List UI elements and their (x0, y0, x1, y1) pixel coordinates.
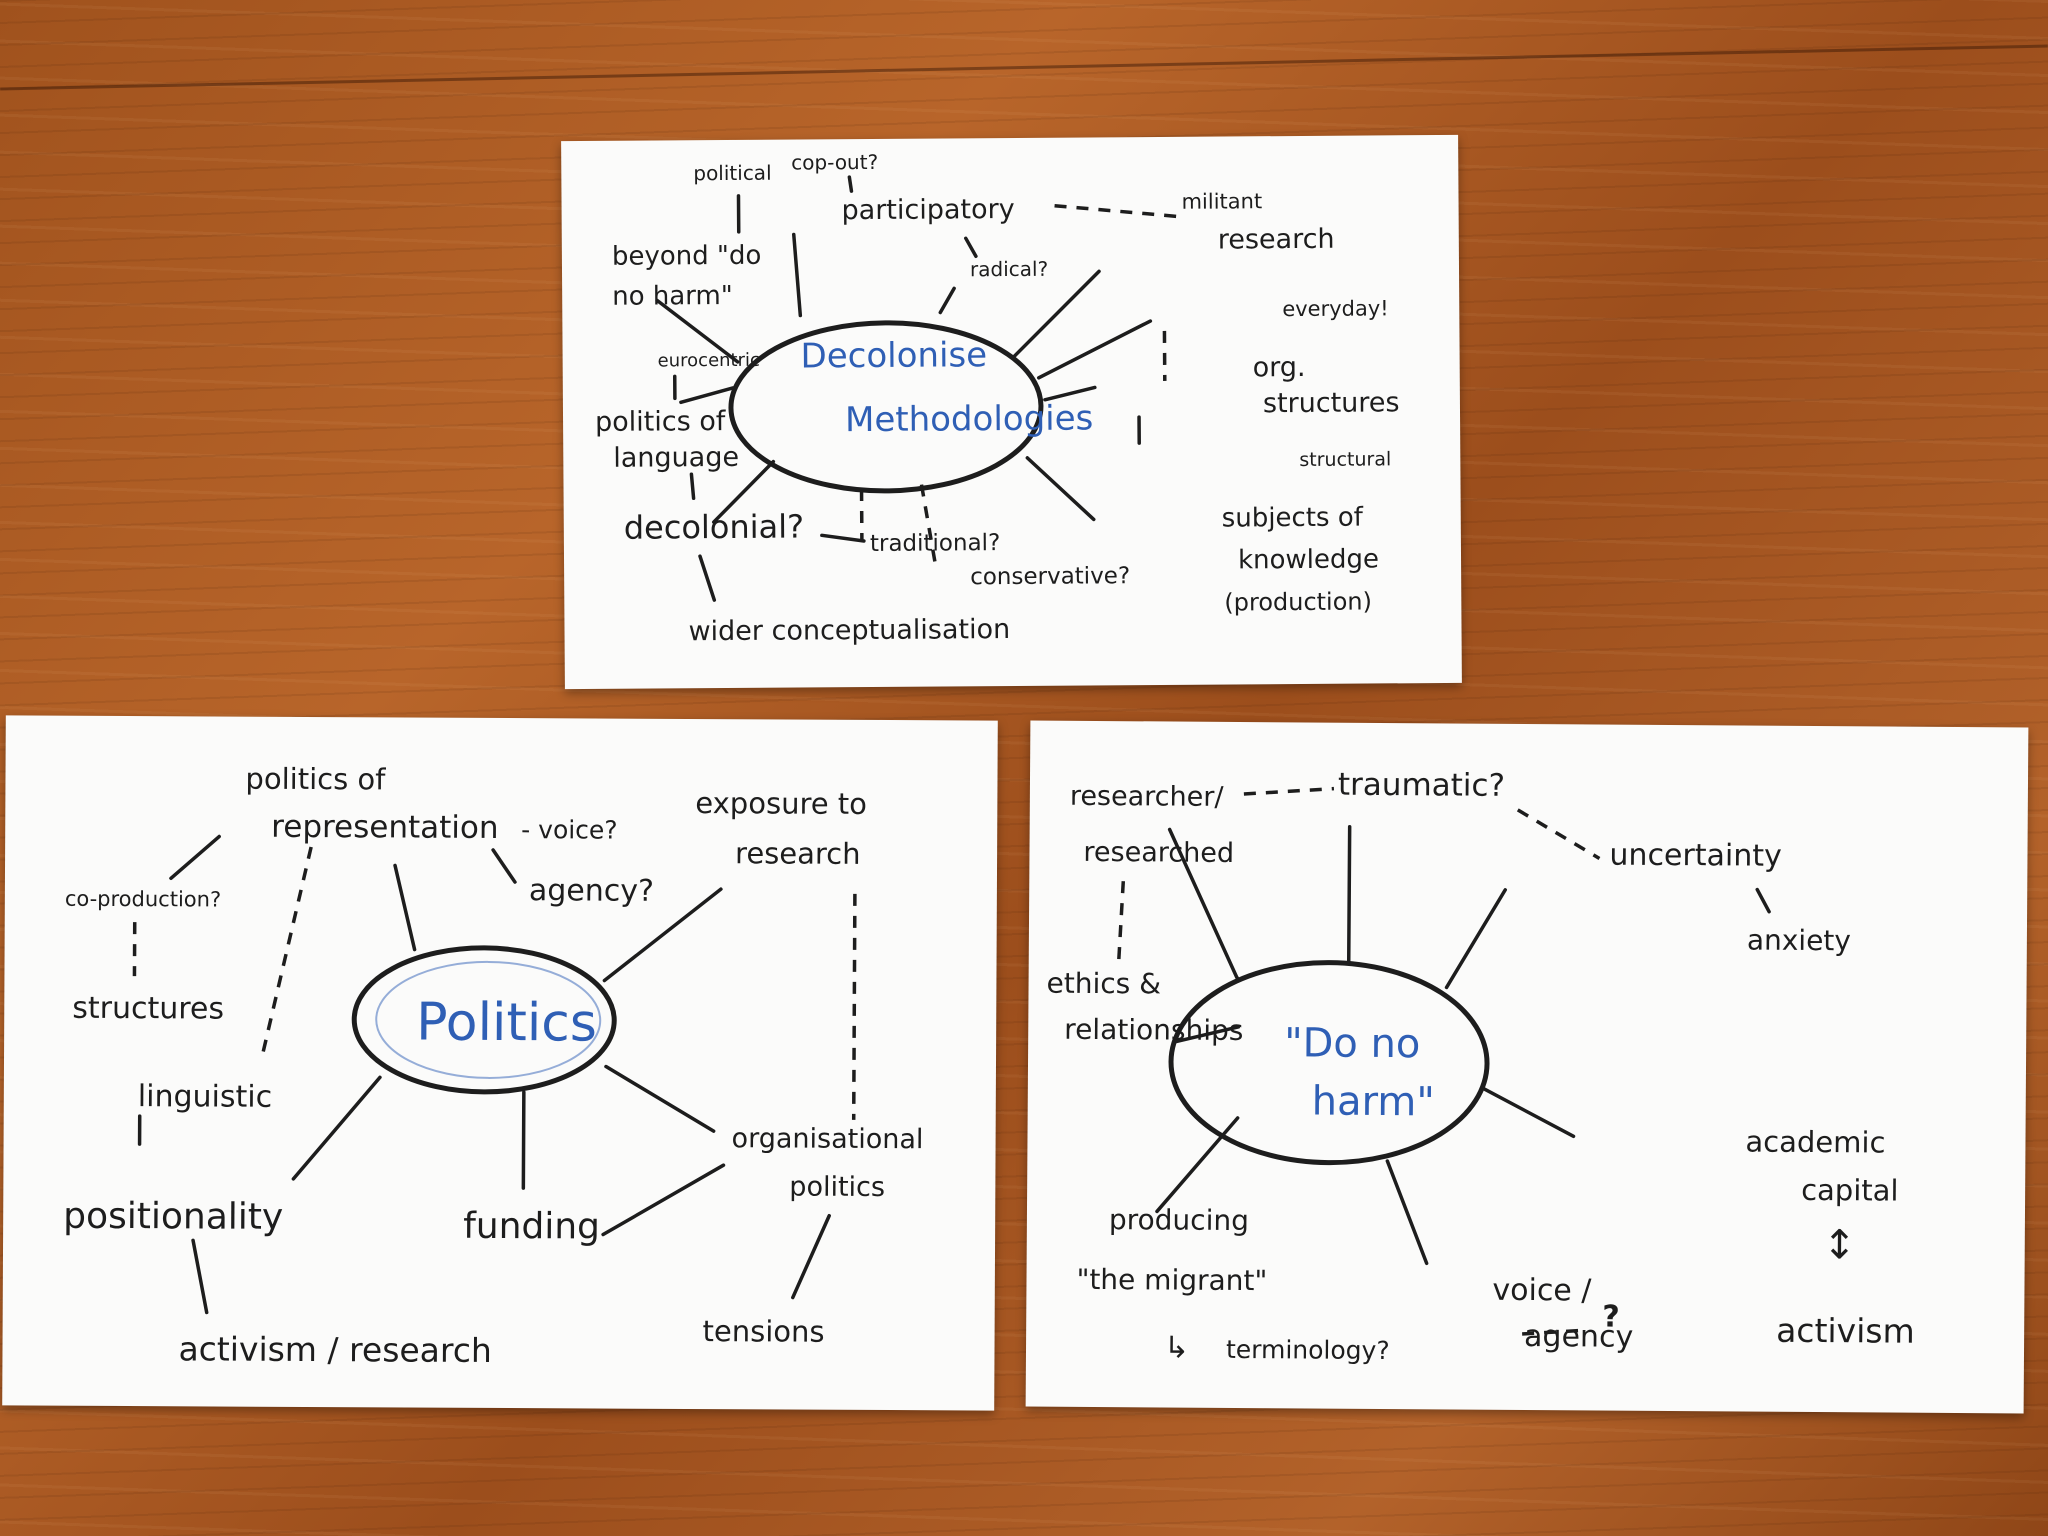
label-anxiety: anxiety (1747, 924, 1851, 958)
label-researched: researched (1083, 837, 1234, 869)
center-label-1: "Do no (1284, 1020, 1421, 1067)
label-structural: structural (1299, 448, 1391, 471)
dash-ethics (1119, 881, 1124, 961)
label-decolonial: decolonial? (624, 507, 805, 546)
spoke-uncertainty (1447, 889, 1506, 987)
link-copout (849, 177, 851, 191)
link-traditional (822, 535, 864, 541)
label-activism: activism (1776, 1311, 1915, 1351)
label-academic: academic (1745, 1125, 1885, 1160)
label-ethics: ethics & (1046, 967, 1161, 1001)
link-anxiety (1757, 890, 1769, 912)
spoke-positionality (293, 1077, 380, 1179)
label-voice: voice / (1492, 1273, 1592, 1309)
label-subjects: subjects of (1222, 503, 1364, 534)
label-question-mark: ? (1602, 1300, 1620, 1335)
spoke-funding (523, 1092, 524, 1188)
icon-hook-arrow: ↳ (1164, 1330, 1189, 1365)
center-label-1: Decolonise (800, 335, 987, 376)
label-funding: funding (463, 1206, 600, 1248)
link-tensions (793, 1216, 829, 1298)
dash-militant (1055, 205, 1182, 218)
spoke-representation (395, 865, 415, 949)
spoke-radical (940, 288, 954, 312)
label-beyond-2: no harm" (612, 281, 733, 312)
label-voice: - voice? (521, 815, 618, 845)
link-wider (700, 556, 714, 600)
spoke-voice (1387, 1161, 1428, 1263)
spoke-producing (1157, 1117, 1238, 1212)
spoke-politics-language (681, 388, 733, 402)
sheet-do-no-harm: "Do no harm" researcher/ researched trau… (1026, 721, 2029, 1414)
label-conservative: conservative? (970, 563, 1130, 590)
label-cop-out: cop-out? (791, 150, 878, 175)
center-label-2: harm" (1312, 1078, 1435, 1125)
sheet-politics: Politics politics of representation - vo… (2, 715, 998, 1410)
label-research: research (1218, 224, 1335, 256)
dash-traumatic-right (1517, 810, 1599, 859)
dash-linguistic (262, 847, 311, 1057)
label-agency: agency? (529, 873, 654, 909)
dash-traumatic-left (1244, 788, 1334, 795)
mindmap-do-no-harm: "Do no harm" researcher/ researched trau… (1026, 721, 2029, 1414)
label-structures: structures (1263, 387, 1400, 419)
label-org: org. (1253, 352, 1306, 383)
spoke-research (1014, 271, 1100, 356)
label-politics-of: politics of (595, 406, 727, 438)
label-exposure: exposure to (695, 786, 867, 821)
link-agency (493, 850, 515, 882)
label-language: language (613, 442, 739, 474)
label-coproduction: co-production? (65, 887, 221, 912)
label-the-migrant: "the migrant" (1076, 1263, 1267, 1297)
label-relationships: relationships (1064, 1013, 1243, 1047)
label-activism-research: activism / research (178, 1329, 492, 1370)
label-terminology: terminology? (1226, 1335, 1390, 1365)
table-seam (0, 45, 2048, 91)
link-activism (193, 1240, 207, 1312)
center-label-2: Methodologies (845, 398, 1094, 440)
label-radical: radical? (970, 257, 1048, 282)
link-decolonial (691, 474, 693, 498)
label-wider: wider conceptualisation (688, 614, 1010, 647)
label-politics-of: politics of (245, 762, 386, 797)
label-production: (production) (1224, 587, 1372, 616)
label-producing: producing (1109, 1203, 1249, 1237)
mindmap-decolonise: Decolonise Methodologies political cop-o… (561, 135, 1462, 689)
label-beyond-1: beyond "do (612, 241, 762, 272)
mindmap-politics: Politics politics of representation - vo… (2, 715, 998, 1410)
spoke-subjects (1027, 457, 1093, 519)
center-label: Politics (416, 993, 597, 1054)
link-radical (966, 238, 976, 256)
label-knowledge: knowledge (1238, 544, 1379, 575)
label-capital: capital (1801, 1173, 1899, 1208)
label-structures: structures (72, 991, 224, 1027)
label-everyday: everyday! (1282, 296, 1389, 321)
label-linguistic: linguistic (138, 1079, 272, 1115)
label-political: political (693, 161, 771, 186)
label-representation: representation (271, 809, 499, 846)
label-eurocentric: eurocentric (658, 350, 760, 372)
label-research: research (735, 836, 861, 871)
sheet-decolonise-methodologies: Decolonise Methodologies political cop-o… (561, 135, 1462, 689)
link-coproduction (171, 836, 219, 878)
label-participatory: participatory (841, 194, 1014, 226)
spoke-everyday (1038, 321, 1150, 378)
label-uncertainty: uncertainty (1609, 838, 1782, 874)
label-tensions: tensions (703, 1314, 825, 1349)
label-traumatic: traumatic? (1338, 767, 1505, 804)
label-traditional: traditional? (870, 530, 1000, 557)
spoke-traumatic (1349, 827, 1350, 963)
label-org-politics: politics (789, 1172, 885, 1204)
label-militant: militant (1181, 189, 1262, 214)
dash-organisational (854, 894, 855, 1120)
spoke-organisational (606, 1067, 714, 1132)
label-organisational: organisational (732, 1123, 924, 1155)
label-researcher: researcher/ (1070, 781, 1225, 813)
link-funding-org (603, 1165, 723, 1236)
label-positionality: positionality (63, 1196, 283, 1238)
icon-double-arrow: ↕ (1823, 1222, 1857, 1268)
spoke-participatory (794, 234, 801, 315)
spoke-academic (1482, 1088, 1574, 1137)
